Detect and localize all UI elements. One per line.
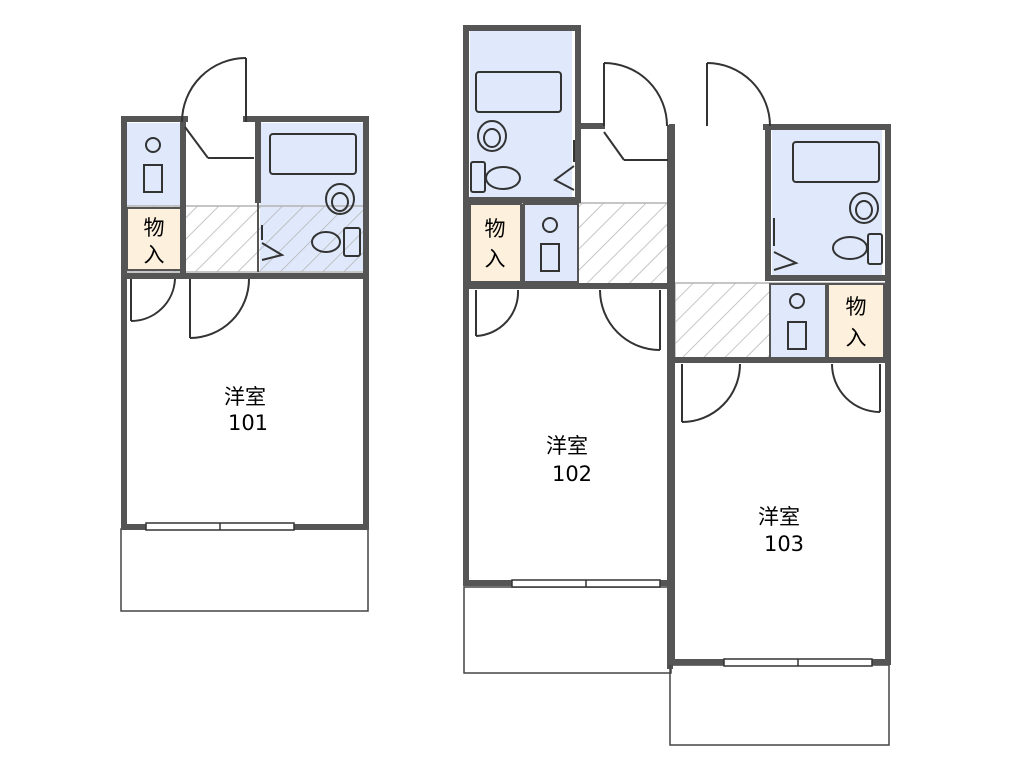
balcony-103	[669, 664, 890, 746]
unit-101: 洋室 101 物 入	[120, 57, 369, 612]
window-icon	[723, 658, 873, 667]
room-number-label: 102	[552, 462, 592, 486]
bathroom-102	[470, 31, 572, 199]
door-swing-icon	[130, 278, 176, 323]
room-number-label: 101	[228, 411, 268, 435]
wall-103	[669, 124, 891, 665]
storage-label: 入	[144, 243, 165, 267]
balcony-101	[120, 528, 369, 612]
door-swing-icon	[475, 289, 520, 337]
storage-label: 物	[485, 217, 506, 241]
room-number-label: 103	[764, 532, 804, 556]
bathtub-icon	[269, 133, 357, 175]
door-swing-icon	[831, 363, 881, 413]
washbasin-icon	[849, 192, 879, 224]
door-swing-icon	[773, 251, 799, 271]
unit-102: 洋室 102 物 入	[463, 25, 674, 674]
washbasin-icon	[789, 293, 805, 309]
toilet-icon	[470, 161, 521, 193]
washing-machine-icon	[787, 321, 807, 350]
wall-102	[463, 25, 605, 586]
washbasin-icon	[325, 183, 355, 215]
balcony-102	[463, 586, 672, 674]
storage-label: 入	[485, 247, 506, 271]
door-swing-icon	[681, 363, 741, 423]
washing-machine-icon	[143, 164, 163, 193]
washbasin-icon	[477, 120, 507, 152]
washing-machine-icon	[540, 243, 560, 272]
washbasin-icon	[145, 137, 161, 153]
bathroom-103	[772, 130, 882, 276]
window-icon	[511, 579, 661, 588]
door-swing-icon	[189, 278, 250, 339]
storage-label: 物	[846, 295, 867, 319]
door-swing-icon	[181, 57, 254, 159]
room-type-label: 洋室	[758, 505, 800, 529]
storage-label: 入	[846, 326, 867, 350]
door-swing-icon	[261, 242, 285, 261]
door-swing-icon	[603, 62, 668, 161]
room-type-label: 洋室	[546, 434, 588, 458]
bathtub-icon	[792, 141, 880, 183]
storage-label: 物	[144, 216, 165, 240]
door-swing-icon	[706, 62, 771, 127]
toilet-icon	[832, 233, 883, 265]
door-swing-icon	[599, 289, 661, 351]
door-swing-icon	[553, 165, 575, 191]
room-type-label: 洋室	[224, 385, 266, 409]
washbasin-icon	[542, 217, 558, 233]
storage-102	[469, 203, 522, 283]
bathtub-icon	[475, 71, 562, 113]
toilet-icon	[311, 227, 361, 257]
window-icon	[145, 522, 295, 531]
unit-103: 洋室 103 物 入	[669, 62, 891, 746]
